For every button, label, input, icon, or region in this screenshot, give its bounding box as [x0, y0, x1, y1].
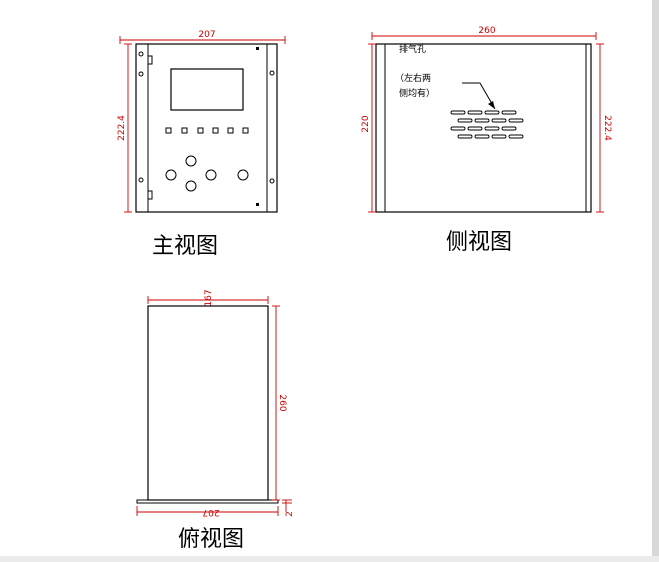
side-height-right-dim: 222.4	[602, 115, 612, 141]
vent-slots	[450, 110, 524, 139]
led-row	[165, 127, 249, 134]
front-dimensions	[119, 36, 286, 213]
top-depth-dim: 260	[277, 394, 287, 411]
mount-hole	[269, 178, 275, 184]
side-panel-outline	[375, 43, 592, 213]
indicator-dot	[256, 203, 259, 206]
side-dimensions	[368, 32, 604, 213]
mount-hole	[138, 51, 144, 57]
top-body-outline	[147, 305, 269, 501]
side-width-dim: 260	[478, 26, 495, 36]
side-view: 排气孔 （左右两 侧均有） 260 220 222.4 侧视图	[361, 26, 612, 255]
note-arrowhead	[488, 101, 495, 109]
top-view-caption: 俯视图	[178, 527, 244, 552]
keypad	[165, 155, 249, 192]
lcd-display	[170, 68, 244, 111]
top-dimensions	[136, 296, 292, 516]
top-width-dim: 167	[204, 289, 214, 306]
top-base-thickness-dim: 2	[285, 511, 295, 517]
mount-hole	[138, 177, 144, 183]
vent-note-line1: 排气孔	[399, 43, 426, 55]
vent-note-line3: 侧均有）	[399, 87, 435, 99]
top-base-plate	[136, 499, 279, 504]
front-view-caption: 主视图	[152, 234, 218, 259]
front-height-dim: 222.4	[117, 115, 127, 141]
top-base-width-dim: 207	[202, 507, 219, 517]
front-panel-inner	[147, 43, 268, 213]
mount-hole	[138, 71, 144, 77]
top-view: 167 260 207 2 俯视图	[136, 289, 295, 552]
vent-note-line2: （左右两	[395, 72, 431, 84]
hinge	[147, 55, 153, 65]
front-width-dim: 207	[198, 30, 215, 40]
hinge	[147, 190, 153, 200]
front-view: 207 222.4 主视图	[117, 30, 286, 259]
side-view-caption: 侧视图	[446, 230, 512, 255]
page-margin-right	[652, 0, 659, 562]
indicator-dot	[256, 47, 259, 50]
side-height-left-dim: 220	[361, 115, 371, 132]
page-margin-bottom	[0, 556, 659, 562]
mount-hole	[269, 70, 275, 76]
